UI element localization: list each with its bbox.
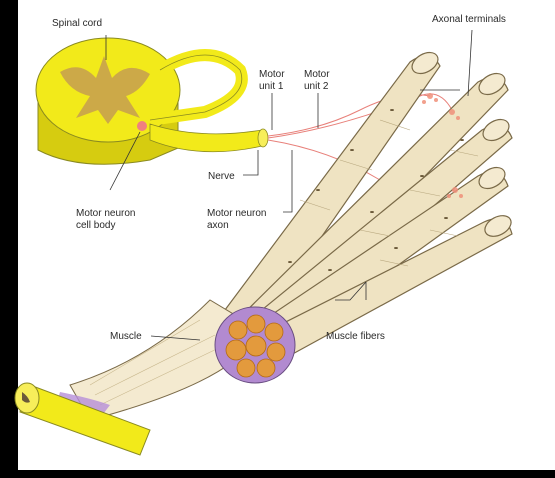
label-motor-neuron-axon-line1: Motor neuron bbox=[207, 208, 266, 219]
label-muscle: Muscle bbox=[110, 331, 142, 342]
label-motor-unit-1-line1: Motor bbox=[259, 69, 285, 80]
label-motor-unit-2-line1: Motor bbox=[304, 69, 330, 80]
muscle-cross-section bbox=[215, 307, 295, 383]
label-motor-unit-1-line2: unit 1 bbox=[259, 81, 284, 92]
label-nerve: Nerve bbox=[208, 171, 235, 182]
label-axonal-terminals: Axonal terminals bbox=[432, 14, 506, 25]
motor-neuron-cell-body bbox=[137, 121, 147, 131]
label-motor-unit-2-line2: unit 2 bbox=[304, 81, 329, 92]
label-spinal-cord: Spinal cord bbox=[52, 18, 102, 29]
label-motor-neuron-axon-line2: axon bbox=[207, 220, 229, 231]
label-muscle-fibers: Muscle fibers bbox=[326, 331, 385, 342]
muscle bbox=[15, 300, 295, 455]
label-motor-neuron-cell-body-line2: cell body bbox=[76, 220, 115, 231]
label-motor-neuron-cell-body-line1: Motor neuron bbox=[76, 208, 135, 219]
